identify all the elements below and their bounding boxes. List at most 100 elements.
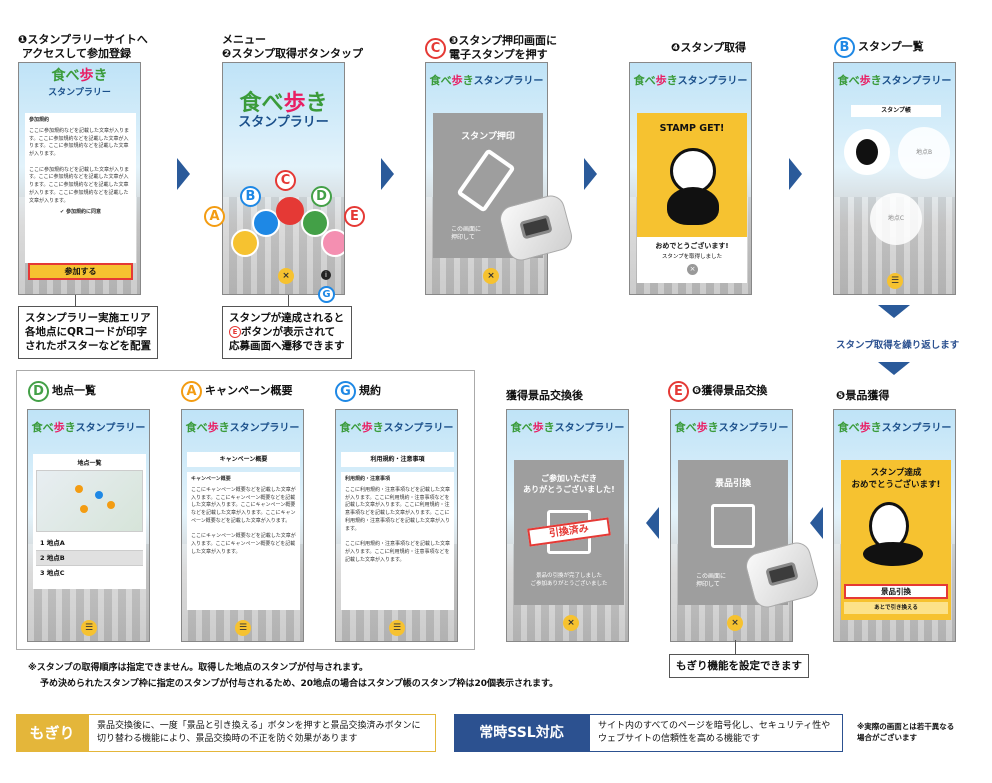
step-5-text: スタンプ一覧 xyxy=(858,40,924,54)
menu-button[interactable]: ☰ xyxy=(389,620,405,636)
letter-a-badge: A xyxy=(204,206,225,227)
logo: 食べ歩きスタンプラリー xyxy=(339,421,454,434)
close-button[interactable]: × xyxy=(727,615,743,631)
screen-stamp-get: 食べ歩きスタンプラリー STAMP GET! おめでとうございます! スタンプを… xyxy=(629,62,752,295)
menu-icon-overview[interactable] xyxy=(231,229,259,257)
overview-title: キャンペーン概要 xyxy=(219,456,268,463)
letter-g-badge-terms: G xyxy=(335,381,356,402)
logo-subtitle: スタンプラリー xyxy=(48,88,111,98)
step-11-text: 地点一覧 xyxy=(52,384,96,398)
logo: 食べ歩きスタンプラリー xyxy=(837,421,952,434)
logo: 食べ歩きスタンプラリー xyxy=(633,74,748,87)
callout-line xyxy=(75,295,76,306)
letter-e-badge-exchange: E xyxy=(668,381,689,402)
callout-qr-poster: スタンプラリー実施エリア 各地点にQRコードが印字 されたポスターなどを配置 xyxy=(18,306,158,359)
electronic-stamp-device xyxy=(496,192,576,264)
menu-icon-stamp-get[interactable] xyxy=(276,197,304,225)
terms-page-text: ここに利用規約・注意事項などを記載した文章が入ります。ここに利用規約・注意事項な… xyxy=(345,486,451,563)
step-11-label: D 地点一覧 xyxy=(28,381,96,402)
gift-icon xyxy=(711,504,755,548)
terms-title-bar: 利用規約・注意事項 xyxy=(341,452,454,467)
exchanged-text: 景品の引換が完了しました ご参加ありがとうございました xyxy=(530,573,608,588)
info-pages-group xyxy=(16,370,475,650)
prize-exchange-button[interactable]: 景品引換 xyxy=(844,584,948,599)
prize-won-title: スタンプ達成 おめでとうございます! xyxy=(851,468,941,490)
arrow-left xyxy=(646,507,659,539)
menu-button[interactable]: ☰ xyxy=(81,620,97,636)
ssl-feature-text: サイト内のすべてのページを暗号化し、セキュリティ性や ウェブサイトの信頼性を高め… xyxy=(589,714,843,752)
menu-button[interactable]: ☰ xyxy=(887,273,903,289)
letter-g-badge: G xyxy=(318,286,335,303)
letter-c-badge: C xyxy=(425,37,446,59)
note-2: 予め決められたスタンプ枠に指定のスタンプが付与されるため、20地点の場合はスタン… xyxy=(40,679,559,689)
step-7-label: E ❻獲得景品交換 xyxy=(668,381,767,402)
stamp-area-title: スタンプ押印 xyxy=(461,132,515,142)
screen-stampbook: 食べ歩きスタンプラリー スタンプ帳 地点B 地点C ☰ xyxy=(833,62,956,295)
menu-icon-stampbook[interactable] xyxy=(252,209,280,237)
terms-page-title: 利用規約・注意事項 xyxy=(370,456,425,463)
terms-page-panel: 利用規約・注意事項 ここに利用規約・注意事項などを記載した文章が入ります。ここに… xyxy=(341,472,454,610)
panda-body xyxy=(667,187,719,225)
agree-checkbox[interactable]: ✔ 参加規約に同意 xyxy=(60,209,101,216)
spots-title: 地点一覧 xyxy=(77,460,102,467)
close-icon[interactable]: × xyxy=(687,264,698,275)
stamp-get-title: STAMP GET! xyxy=(659,123,725,134)
logo: 食べ歩きスタンプラリー xyxy=(31,421,146,434)
electronic-stamp-device xyxy=(742,539,822,611)
step-9-text: 規約 xyxy=(359,384,381,398)
arrow-right xyxy=(789,158,802,190)
letter-a-badge-overview: A xyxy=(181,381,202,402)
stamp-slot-c: 地点C xyxy=(870,193,922,245)
stamp-area-text: この画面に 押印して xyxy=(451,226,482,242)
terms-text: ここに参加規約などを記載した文章が入ります。ここに参加規約などを記載した文章が入… xyxy=(29,127,130,204)
callout-mogiri: もぎり機能を設定できます xyxy=(669,654,809,679)
step-9-label: G 規約 xyxy=(335,381,381,402)
panda-icon xyxy=(670,148,716,194)
spot-item-b[interactable]: 2 地点B xyxy=(36,551,143,566)
step-10-text: キャンペーン概要 xyxy=(205,384,293,398)
screen-spots: 食べ歩きスタンプラリー 地点一覧 1 地点A 2 地点B 3 地点C ☰ xyxy=(27,409,150,642)
menu-close-button[interactable]: × xyxy=(278,268,294,284)
close-button[interactable]: × xyxy=(483,268,499,284)
logo: 食べ歩き xyxy=(51,68,108,84)
overview-text: ここにキャンペーン概要などを記載した文章が入ります。ここにキャンペーン概要などを… xyxy=(191,486,296,555)
screen-stamp-press: 食べ歩きスタンプラリー スタンプ押印 この画面に 押印して × xyxy=(425,62,548,295)
step-7-text: ❻獲得景品交換 xyxy=(692,384,768,398)
screen-registration: 食べ歩き スタンプラリー 参加規約 ここに参加規約などを記載した文章が入ります。… xyxy=(18,62,141,295)
step-8-label: 獲得景品交換後 xyxy=(506,389,583,402)
exchange-later-button[interactable]: あとで引き換える xyxy=(844,602,948,614)
join-button[interactable]: 参加する xyxy=(28,263,133,280)
step-6-label: ❺景品獲得 xyxy=(836,389,890,402)
screen-prize-won: 食べ歩きスタンプラリー スタンプ達成 おめでとうございます! 景品引換 あとで引… xyxy=(833,409,956,642)
congrats-text: おめでとうございます! xyxy=(655,242,729,250)
close-button[interactable]: × xyxy=(563,615,579,631)
exchanged-panel: ご参加いただき ありがとうございました! 引換済み 景品の引換が完了しました ご… xyxy=(514,460,624,605)
callout-line xyxy=(735,640,736,654)
stampbook-title: スタンプ帳 xyxy=(851,105,941,117)
stamp-slot-b: 地点B xyxy=(898,127,950,179)
screen-after-exchange: 食べ歩きスタンプラリー ご参加いただき ありがとうございました! 引換済み 景品… xyxy=(506,409,629,642)
letter-d-badge-spots: D xyxy=(28,381,49,402)
callout-line xyxy=(288,295,289,306)
agree-label: 参加規約に同意 xyxy=(65,209,101,216)
info-icon[interactable]: i xyxy=(321,270,331,280)
spots-map[interactable] xyxy=(36,470,143,532)
spot-item-a[interactable]: 1 地点A xyxy=(36,536,143,551)
step-3-label: C ❸スタンプ押印画面に 電子スタンプを押す xyxy=(425,34,557,63)
spots-panel: 地点一覧 1 地点A 2 地点B 3 地点C xyxy=(33,454,146,589)
step-2-label: メニュー ❷スタンプ取得ボタンタップ xyxy=(222,33,363,61)
panda-body xyxy=(863,542,923,566)
logo: 食べ歩きスタンプラリー xyxy=(837,74,952,87)
arrow-right xyxy=(381,158,394,190)
logo: 食べ歩きスタンプラリー xyxy=(429,74,544,87)
spot-item-c[interactable]: 3 地点C xyxy=(40,569,65,577)
screen-prize-exchange: 食べ歩きスタンプラリー 景品引換 この画面に 押印して × xyxy=(670,409,793,642)
step-5-label: B スタンプ一覧 xyxy=(834,37,924,58)
menu-button[interactable]: ☰ xyxy=(235,620,251,636)
menu-icon-prize[interactable] xyxy=(321,229,344,257)
stamp-acquired-text: スタンプを取得しました xyxy=(661,254,723,260)
exchange-area-text: この画面に 押印して xyxy=(696,573,727,589)
overview-title-bar: キャンペーン概要 xyxy=(187,452,300,467)
letter-e-badge: E xyxy=(344,206,365,227)
